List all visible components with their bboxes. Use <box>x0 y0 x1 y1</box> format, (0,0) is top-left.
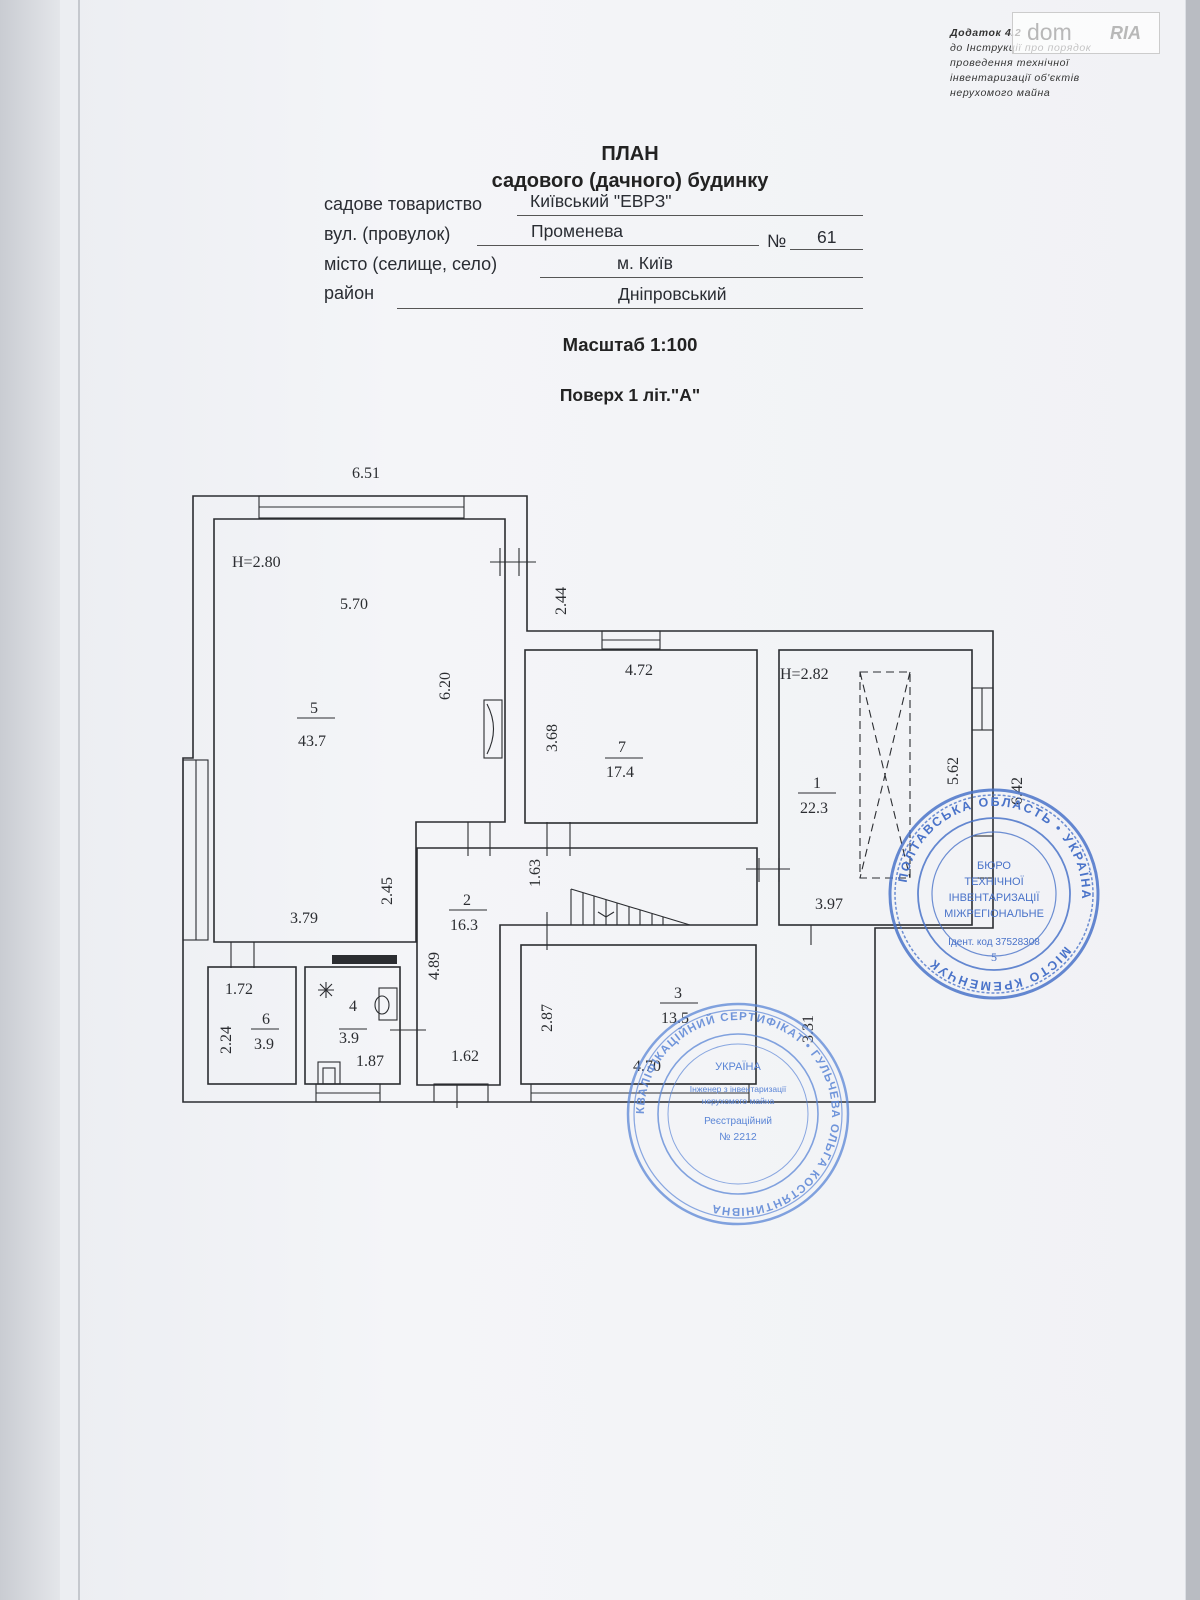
toilet-icon <box>378 987 398 1021</box>
dim-r2-upper: 1.63 <box>527 859 544 887</box>
room-4-area: 3.9 <box>339 1030 359 1047</box>
stamp-bti-ring-bottom: МІСТО КРЕМЕНЧУК <box>926 944 1072 993</box>
stamp-bti-line4: МІЖРЕГІОНАЛЬНЕ <box>944 908 1044 920</box>
floor-label: Поверх 1 літ."А" <box>559 385 701 405</box>
stamp-bti-number: 5 <box>991 950 997 964</box>
city-label: місто (селище, село) <box>324 254 498 274</box>
stamp-engineer-ring: КВАЛІФІКАЦІЙНИЙ СЕРТИФІКАТ • ГУЛЬЧЕВА ОЛ… <box>635 1011 840 1217</box>
city-value: м. Київ <box>617 253 673 273</box>
room-1-outline <box>778 649 973 926</box>
stamp-bti: ПОЛТАВСЬКА ОБЛАСТЬ • УКРАЇНА МІСТО КРЕМЕ… <box>885 785 1103 1003</box>
room1-dashed-box <box>859 671 911 879</box>
stamp-engineer-line1: УКРАЇНА <box>715 1061 761 1073</box>
watermark-logo: dom RIA <box>1012 12 1160 54</box>
dim-r5-lower: 2.45 <box>379 877 396 905</box>
dim-r2-bottom: 1.62 <box>451 1048 479 1065</box>
dim-r1-height: 5.62 <box>945 757 962 785</box>
dim-r1-bottom: 3.97 <box>815 896 843 913</box>
dim-top-width: 6.51 <box>352 465 380 482</box>
street-underline <box>477 245 759 246</box>
shower-icon <box>318 982 334 998</box>
binding-strip <box>0 0 60 1600</box>
stairs-icon <box>570 888 691 926</box>
stamp-bti-line3: ІНВЕНТАРИЗАЦІЇ <box>949 892 1041 904</box>
room-6-outline <box>207 966 297 1085</box>
dim-r5-width: 5.70 <box>340 596 368 613</box>
stamp-engineer-line5: № 2212 <box>719 1131 757 1143</box>
svg-text:КВАЛІФІКАЦІЙНИЙ СЕРТИФІКАТ • Г: КВАЛІФІКАЦІЙНИЙ СЕРТИФІКАТ • ГУЛЬЧЕВА ОЛ… <box>635 1011 841 1217</box>
stamp-engineer-line4: Реєстраційний <box>704 1116 772 1127</box>
number-underline <box>790 249 863 250</box>
stamp-engineer-line3: нерухомого майна <box>702 1096 775 1106</box>
room-2-area: 16.3 <box>450 917 478 934</box>
radiator-icon <box>332 955 397 964</box>
district-label: район <box>324 283 375 303</box>
logo-text: dom <box>1027 19 1072 45</box>
room-7-number: 7 <box>618 739 626 756</box>
dim-h-right: H=2.82 <box>780 666 829 683</box>
stamp-engineer: КВАЛІФІКАЦІЙНИЙ СЕРТИФІКАТ • ГУЛЬЧЕВА ОЛ… <box>624 1000 852 1228</box>
washbasin-icon <box>317 1061 341 1085</box>
district-value: Дніпровський <box>618 284 727 304</box>
room-1-number: 1 <box>813 775 821 792</box>
fireplace-icon <box>483 699 503 759</box>
number-label: № <box>767 231 787 251</box>
dim-total-right: 6.42 <box>1009 777 1026 805</box>
room-3-area: 13.5 <box>661 1010 689 1027</box>
svg-text:МІСТО КРЕМЕНЧУК: МІСТО КРЕМЕНЧУК <box>926 944 1074 993</box>
dim-r7-height: 3.68 <box>544 724 561 752</box>
page-fold <box>78 0 80 1600</box>
number-value: 61 <box>817 227 837 247</box>
room-2-number: 2 <box>463 892 471 909</box>
stamp-bti-code: Ідент. код 37528308 <box>948 937 1040 948</box>
room-6-number: 6 <box>262 1011 270 1028</box>
scale-label: Масштаб 1:100 <box>562 334 698 355</box>
room-7-area: 17.4 <box>606 764 634 781</box>
dim-r4-width: 1.87 <box>356 1053 384 1070</box>
dim-r5-bottom: 3.79 <box>290 910 318 927</box>
street-label: вул. (провулок) <box>324 224 451 244</box>
window-bottom2 <box>433 1083 489 1103</box>
inner-wall <box>213 518 506 943</box>
dim-r6-height: 2.24 <box>218 1026 235 1054</box>
annex-line: проведення технічної <box>950 57 1070 69</box>
room-5-area: 43.7 <box>298 733 326 750</box>
room-4-outline <box>304 966 401 1085</box>
annex-line: Додаток 4.2 <box>950 27 1022 39</box>
room-5-number: 5 <box>310 700 318 717</box>
annex-line: нерухомого майна <box>950 87 1051 99</box>
street-value: Променева <box>531 221 624 241</box>
dim-h-left: H=2.80 <box>232 554 281 571</box>
outer-wall <box>182 495 994 1103</box>
window-right2 <box>971 835 994 879</box>
stamp-bti-line2: ТЕХНІЧНОЇ <box>964 876 1024 888</box>
stamp-bti-line1: БЮРО <box>977 860 1011 872</box>
doc-title: ПЛАН <box>601 143 659 165</box>
room-6-area: 3.9 <box>254 1036 274 1053</box>
district-underline <box>397 308 863 309</box>
dim-step-height: 2.44 <box>553 587 570 615</box>
city-underline <box>540 277 863 278</box>
dim-r7-width: 4.72 <box>625 662 653 679</box>
room-4-number: 4 <box>349 998 357 1015</box>
logo-text-ria: RIA <box>1110 23 1141 43</box>
society-underline <box>517 215 863 216</box>
stamp-engineer-line2: Інженер з інвентаризації <box>690 1084 787 1094</box>
room-2-outline <box>416 847 758 1086</box>
dim-r5-height: 6.20 <box>437 672 454 700</box>
document-page <box>60 0 1185 1600</box>
dim-r2-height: 4.89 <box>426 952 443 980</box>
society-value: Київський "ЕВРЗ" <box>530 191 672 211</box>
room-1-area: 22.3 <box>800 800 828 817</box>
page-edge <box>1186 0 1200 1600</box>
dim-r6-width: 1.72 <box>225 981 253 998</box>
room-3-number: 3 <box>674 985 682 1002</box>
room-7-outline <box>524 649 758 824</box>
annex-line: інвентаризації об'єктів <box>950 72 1080 84</box>
doc-subtitle: садового (дачного) будинку <box>491 170 769 192</box>
society-label: садове товариство <box>324 194 483 214</box>
dim-r3-height: 2.87 <box>539 1004 556 1032</box>
